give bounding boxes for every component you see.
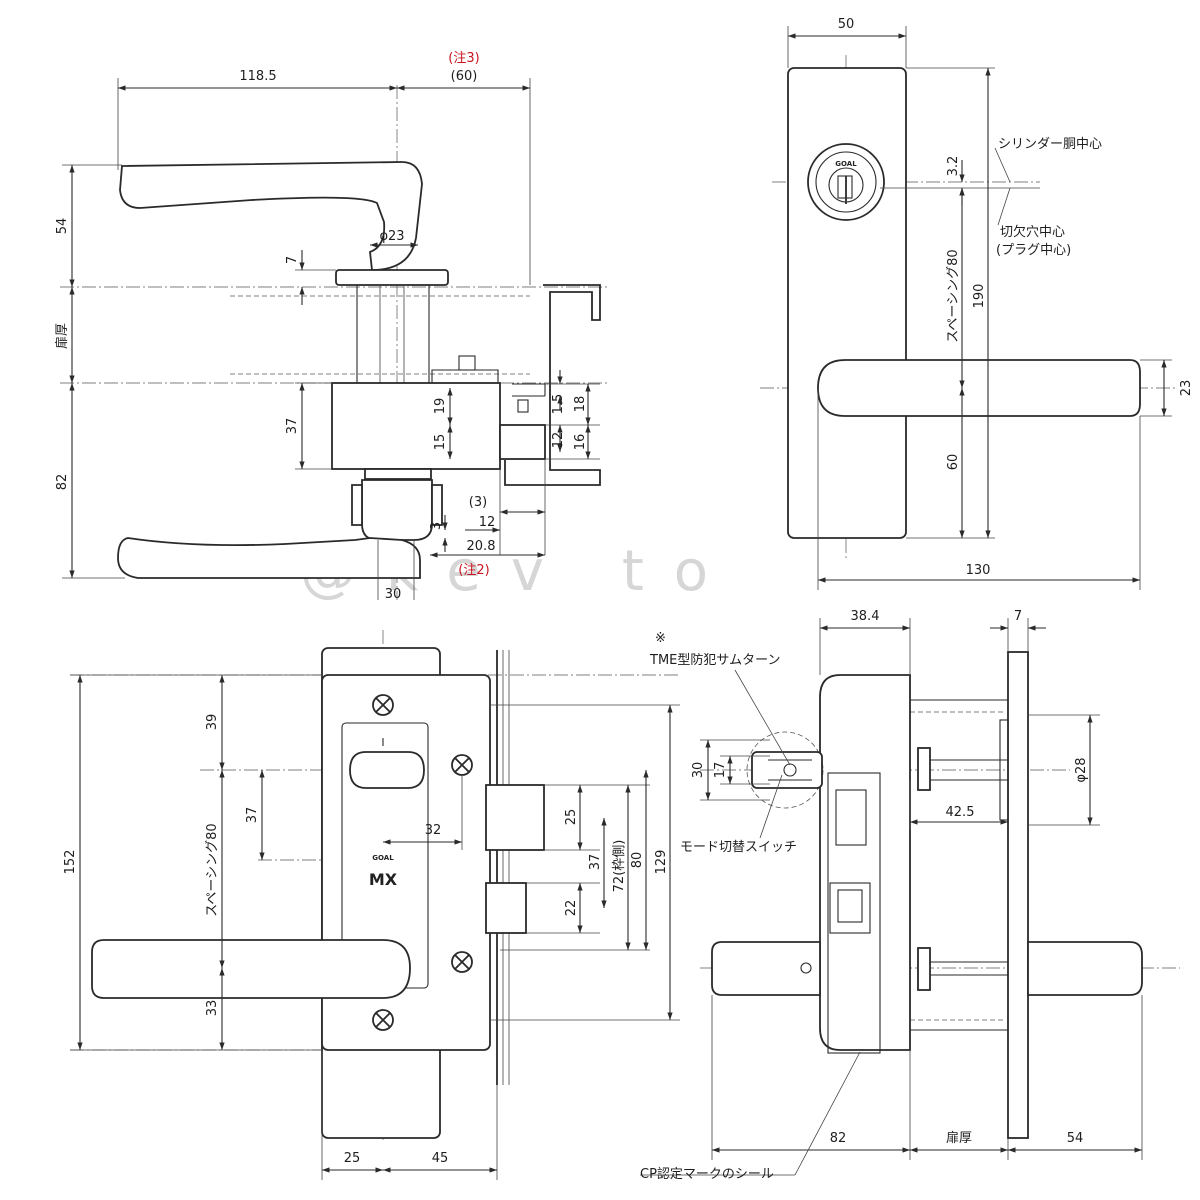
dim-25-b: 25: [344, 1151, 361, 1166]
screw-bottom: [372, 1009, 394, 1031]
lock-case: [331, 382, 501, 470]
dim-22: 22: [564, 900, 579, 917]
dim-1-5: 1.5: [551, 394, 566, 415]
dim-39: 39: [205, 714, 220, 731]
dim-45: 45: [432, 1151, 449, 1166]
upper-lever-handle: [119, 161, 423, 271]
dim-37-b: 37: [245, 807, 260, 824]
dim-82-b: 82: [830, 1131, 847, 1146]
dim-190: 190: [972, 284, 987, 309]
dim-23: 23: [1179, 380, 1194, 397]
label-thumbturn: TME型防犯サムターン: [649, 652, 780, 668]
dim-17: 17: [713, 762, 728, 779]
thumbturn: [349, 751, 425, 789]
dim-152: 152: [63, 850, 78, 875]
dim-30: 30: [385, 587, 402, 602]
dim-7-b: 7: [1014, 609, 1022, 624]
screw-low: [451, 951, 473, 973]
dim-37: 37: [285, 418, 300, 435]
escutcheon-plate: [787, 67, 907, 539]
dim-phi23: φ23: [379, 229, 404, 244]
dim-3-paren: (3): [469, 495, 487, 510]
outside-plate: [1007, 651, 1029, 1139]
dim-20-8: 20.8: [467, 539, 496, 554]
top-left-side-view: 118.5 (注3) (60) 54 扉厚 82 7 φ23 37 19 15: [54, 51, 610, 602]
side-lock-case: [819, 674, 911, 1051]
dim-15: 15: [433, 434, 448, 451]
dim-phi28: φ28: [1074, 757, 1089, 782]
dim-33: 33: [205, 1000, 220, 1017]
label-cylinder-center: シリンダー胴中心: [998, 137, 1102, 152]
top-right-front-view: GOAL 50 3.2 シリンダー胴中心 切欠穴中心 (プラグ中心) スペーシン…: [760, 17, 1194, 590]
dim-80: 80: [630, 852, 645, 869]
label-mode-switch: モード切替スイッチ: [680, 840, 797, 855]
dim-30-b: 30: [691, 762, 706, 779]
dim-3-2: 3.2: [946, 156, 961, 177]
dim-130: 130: [966, 563, 991, 578]
screw-top: [372, 694, 394, 716]
note-3: (注3): [448, 51, 479, 66]
screw-mid: [451, 754, 473, 776]
upper-rose: [335, 269, 449, 286]
dim-3: 3: [429, 522, 444, 530]
dim-50: 50: [838, 17, 855, 32]
dim-82: 82: [55, 474, 70, 491]
dim-door-thickness: 扉厚: [54, 323, 70, 349]
dim-72: 72(枠側): [612, 840, 627, 893]
dim-60-paren: (60): [451, 69, 478, 84]
dim-129: 129: [654, 850, 669, 875]
label-asterisk: ※: [655, 631, 666, 646]
dim-12-b: 12: [479, 515, 496, 530]
dim-7: 7: [285, 256, 300, 264]
dim-32: 32: [425, 823, 442, 838]
dim-spacing80: スペーシング80: [946, 249, 961, 342]
dim-19: 19: [433, 398, 448, 415]
lower-lever-handle: [117, 537, 421, 579]
plate-brand: GOAL: [372, 854, 394, 862]
dim-38-4: 38.4: [851, 609, 880, 624]
note-2: (注2): [458, 563, 489, 578]
dim-18: 18: [573, 396, 588, 413]
dim-spacing80-b: スペーシング80: [205, 823, 220, 916]
dim-118-5: 118.5: [239, 69, 276, 84]
side-inside-lever: [711, 941, 821, 996]
cylinder-brand: GOAL: [835, 160, 857, 168]
bottom-left-inside-view: GOAL MX 152 39 スペーシング80 33 37 32 25 2: [63, 630, 680, 1180]
dim-54: 54: [55, 218, 70, 235]
label-cp-seal: CP認定マークのシール: [640, 1166, 774, 1182]
side-thumbturn: [751, 751, 823, 789]
dim-54-b: 54: [1067, 1131, 1084, 1146]
bottom-right-side-view: 38.4 7 ※ TME型防犯サムターン モード切替スイッチ 30 17 φ28…: [640, 609, 1180, 1182]
label-plug-center: (プラグ中心): [996, 243, 1071, 258]
side-outside-lever: [1027, 941, 1143, 996]
dim-42-5: 42.5: [946, 805, 975, 820]
dim-37-c: 37: [588, 854, 603, 871]
dim-12-a: 12: [551, 432, 566, 449]
dim-door-thickness-b: 扉厚: [946, 1130, 972, 1146]
label-cutout-center: 切欠穴中心: [1000, 224, 1065, 240]
dim-25: 25: [564, 809, 579, 826]
dim-16: 16: [573, 434, 588, 451]
dim-60: 60: [946, 454, 961, 471]
plate-model: MX: [369, 870, 398, 889]
inside-lever: [91, 939, 411, 999]
front-lever: [817, 359, 1141, 417]
